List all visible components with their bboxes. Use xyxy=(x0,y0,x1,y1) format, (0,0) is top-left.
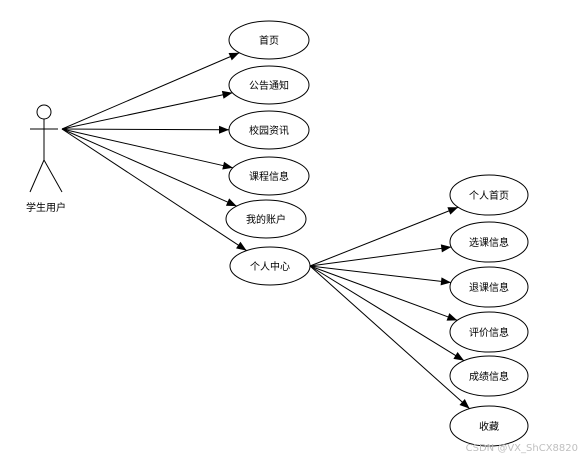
use-case-label: 首页 xyxy=(259,34,279,47)
actor-head xyxy=(36,104,52,120)
association-lines xyxy=(61,52,470,410)
actor-left-leg xyxy=(29,159,45,193)
use-case-select[interactable]: 选课信息 xyxy=(449,221,529,263)
actor-to-center-line xyxy=(61,128,247,252)
use-case-label: 成绩信息 xyxy=(469,370,509,383)
use-case-label: 选课信息 xyxy=(469,236,509,249)
center-to-evaluate-arrowhead xyxy=(446,313,458,321)
use-case-label: 退课信息 xyxy=(469,281,509,294)
use-case-label: 收藏 xyxy=(479,420,499,433)
use-case-ellipse xyxy=(449,266,529,308)
center-to-drop-arrowhead xyxy=(440,277,451,286)
actor-to-course-arrowhead xyxy=(222,161,233,170)
actor-to-account-arrowhead xyxy=(225,198,237,207)
use-case-ellipse xyxy=(228,65,310,105)
use-case-course[interactable]: 课程信息 xyxy=(228,156,310,196)
center-to-profile-arrowhead xyxy=(447,207,459,215)
center-to-grades-line xyxy=(309,265,465,362)
center-to-favorites-line xyxy=(309,265,470,410)
use-case-center[interactable]: 个人中心 xyxy=(229,246,311,286)
actor-to-news-line xyxy=(61,128,230,131)
actor-to-home-line xyxy=(61,52,240,130)
watermark: CSDN @VX_ShCX8820 xyxy=(466,443,578,454)
use-case-ellipse xyxy=(228,20,310,60)
actor-label: 学生用户 xyxy=(26,201,66,214)
actor-student-user: 学生用户 xyxy=(26,104,66,214)
use-case-drop[interactable]: 退课信息 xyxy=(449,266,529,308)
center-to-drop-line xyxy=(309,265,452,284)
actor-to-course-line xyxy=(61,128,234,169)
actor-to-notice-arrowhead xyxy=(221,90,233,99)
center-to-select-arrowhead xyxy=(440,244,452,253)
center-to-evaluate-line xyxy=(309,265,458,321)
use-case-ellipse xyxy=(225,199,307,239)
center-to-profile-line xyxy=(309,206,459,267)
actor-to-home-arrowhead xyxy=(228,52,240,61)
use-case-profile[interactable]: 个人首页 xyxy=(449,174,529,216)
actor-to-news-arrowhead xyxy=(218,125,230,134)
actor-to-center-arrowhead xyxy=(236,241,247,251)
use-case-ellipse xyxy=(228,156,310,196)
use-case-evaluate[interactable]: 评价信息 xyxy=(449,311,529,353)
use-case-ellipse xyxy=(449,174,529,216)
use-case-label: 校园资讯 xyxy=(249,124,289,137)
center-to-select-line xyxy=(309,246,452,267)
use-case-ellipse xyxy=(449,405,529,447)
actor-to-account-line xyxy=(61,128,237,207)
use-case-account[interactable]: 我的账户 xyxy=(225,199,307,239)
use-case-ellipse xyxy=(449,355,529,397)
use-case-notice[interactable]: 公告通知 xyxy=(228,65,310,105)
use-case-label: 我的账户 xyxy=(246,213,286,226)
use-case-home[interactable]: 首页 xyxy=(228,20,310,60)
center-to-grades-arrowhead xyxy=(453,352,465,361)
use-case-news[interactable]: 校园资讯 xyxy=(228,110,310,150)
center-to-favorites-arrowhead xyxy=(459,399,470,409)
use-case-label: 个人首页 xyxy=(469,189,509,202)
actor-to-notice-line xyxy=(61,92,233,130)
actor-right-leg xyxy=(43,159,63,193)
use-case-ellipse xyxy=(228,110,310,150)
use-case-grades[interactable]: 成绩信息 xyxy=(449,355,529,397)
use-case-label: 课程信息 xyxy=(249,170,289,183)
use-case-ellipse xyxy=(449,311,529,353)
use-case-label: 公告通知 xyxy=(249,79,289,92)
use-case-label: 评价信息 xyxy=(469,326,509,339)
use-case-label: 个人中心 xyxy=(250,260,290,273)
use-case-ellipse xyxy=(449,221,529,263)
use-case-favorites[interactable]: 收藏 xyxy=(449,405,529,447)
use-case-ellipse xyxy=(229,246,311,286)
